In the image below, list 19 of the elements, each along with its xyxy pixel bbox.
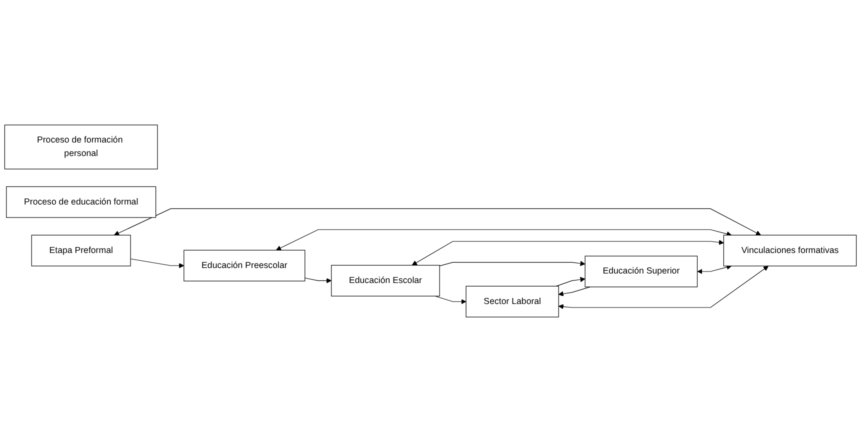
arrow bbox=[130, 258, 184, 268]
arrow bbox=[276, 229, 732, 250]
arrow bbox=[304, 278, 332, 284]
arrow bbox=[114, 208, 761, 236]
arrow bbox=[412, 240, 724, 266]
node-box: Educación Superior bbox=[584, 256, 698, 288]
arrow bbox=[697, 264, 732, 274]
node-box: Sector Laboral bbox=[466, 286, 559, 318]
arrow bbox=[434, 296, 466, 304]
node-box: Proceso de formación personal bbox=[4, 124, 158, 170]
node-box: Proceso de educación formal bbox=[6, 186, 156, 218]
node-box: Educación Preescolar bbox=[184, 250, 306, 282]
arrow bbox=[439, 260, 586, 266]
arrow bbox=[558, 266, 768, 310]
arrow bbox=[558, 286, 590, 296]
node-box: Etapa Preformal bbox=[31, 234, 131, 266]
arrow bbox=[556, 276, 586, 286]
node-box: Vinculaciones formativas bbox=[723, 234, 857, 266]
node-box: Educación Escolar bbox=[331, 264, 440, 296]
